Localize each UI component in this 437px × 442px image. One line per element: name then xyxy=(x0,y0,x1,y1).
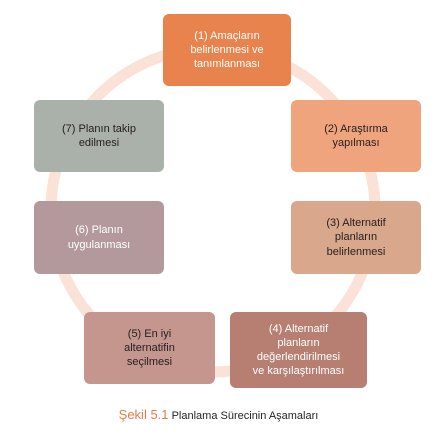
step-7-monitor-plan: (7) Planın takip edilmesi xyxy=(34,100,164,172)
step-2-research: (2) Araştırma yapılması xyxy=(291,100,421,172)
step-3-label: (3) Alternatif planların belirlenmesi xyxy=(326,217,386,258)
step-3-identify-alternatives: (3) Alternatif planların belirlenmesi xyxy=(291,201,421,274)
step-5-label: (5) En iyi alternatifin seçilmesi xyxy=(124,327,175,369)
step-4-evaluate-alternatives: (4) Alternatif planların değerlendirilme… xyxy=(230,312,367,388)
step-7-label: (7) Planın takip edilmesi xyxy=(62,122,136,149)
step-6-label: (6) Planın uygulanması xyxy=(67,224,131,251)
step-1-label: (1) Amaçların belirlenmesi ve tanımlanma… xyxy=(190,29,264,71)
figure-number: Şekil 5.1 xyxy=(118,407,169,422)
figure-caption: Şekil 5.1 Planlama Sürecinin Aşamaları xyxy=(0,407,437,422)
step-2-label: (2) Araştırma yapılması xyxy=(324,122,388,149)
figure-title: Planlama Sürecinin Aşamaları xyxy=(171,410,319,422)
step-1-define-goals: (1) Amaçların belirlenmesi ve tanımlanma… xyxy=(163,14,291,86)
step-4-label: (4) Alternatif planların değerlendirilme… xyxy=(252,322,345,378)
step-5-select-best: (5) En iyi alternatifin seçilmesi xyxy=(84,312,215,384)
step-6-implement-plan: (6) Planın uygulanması xyxy=(34,201,164,274)
